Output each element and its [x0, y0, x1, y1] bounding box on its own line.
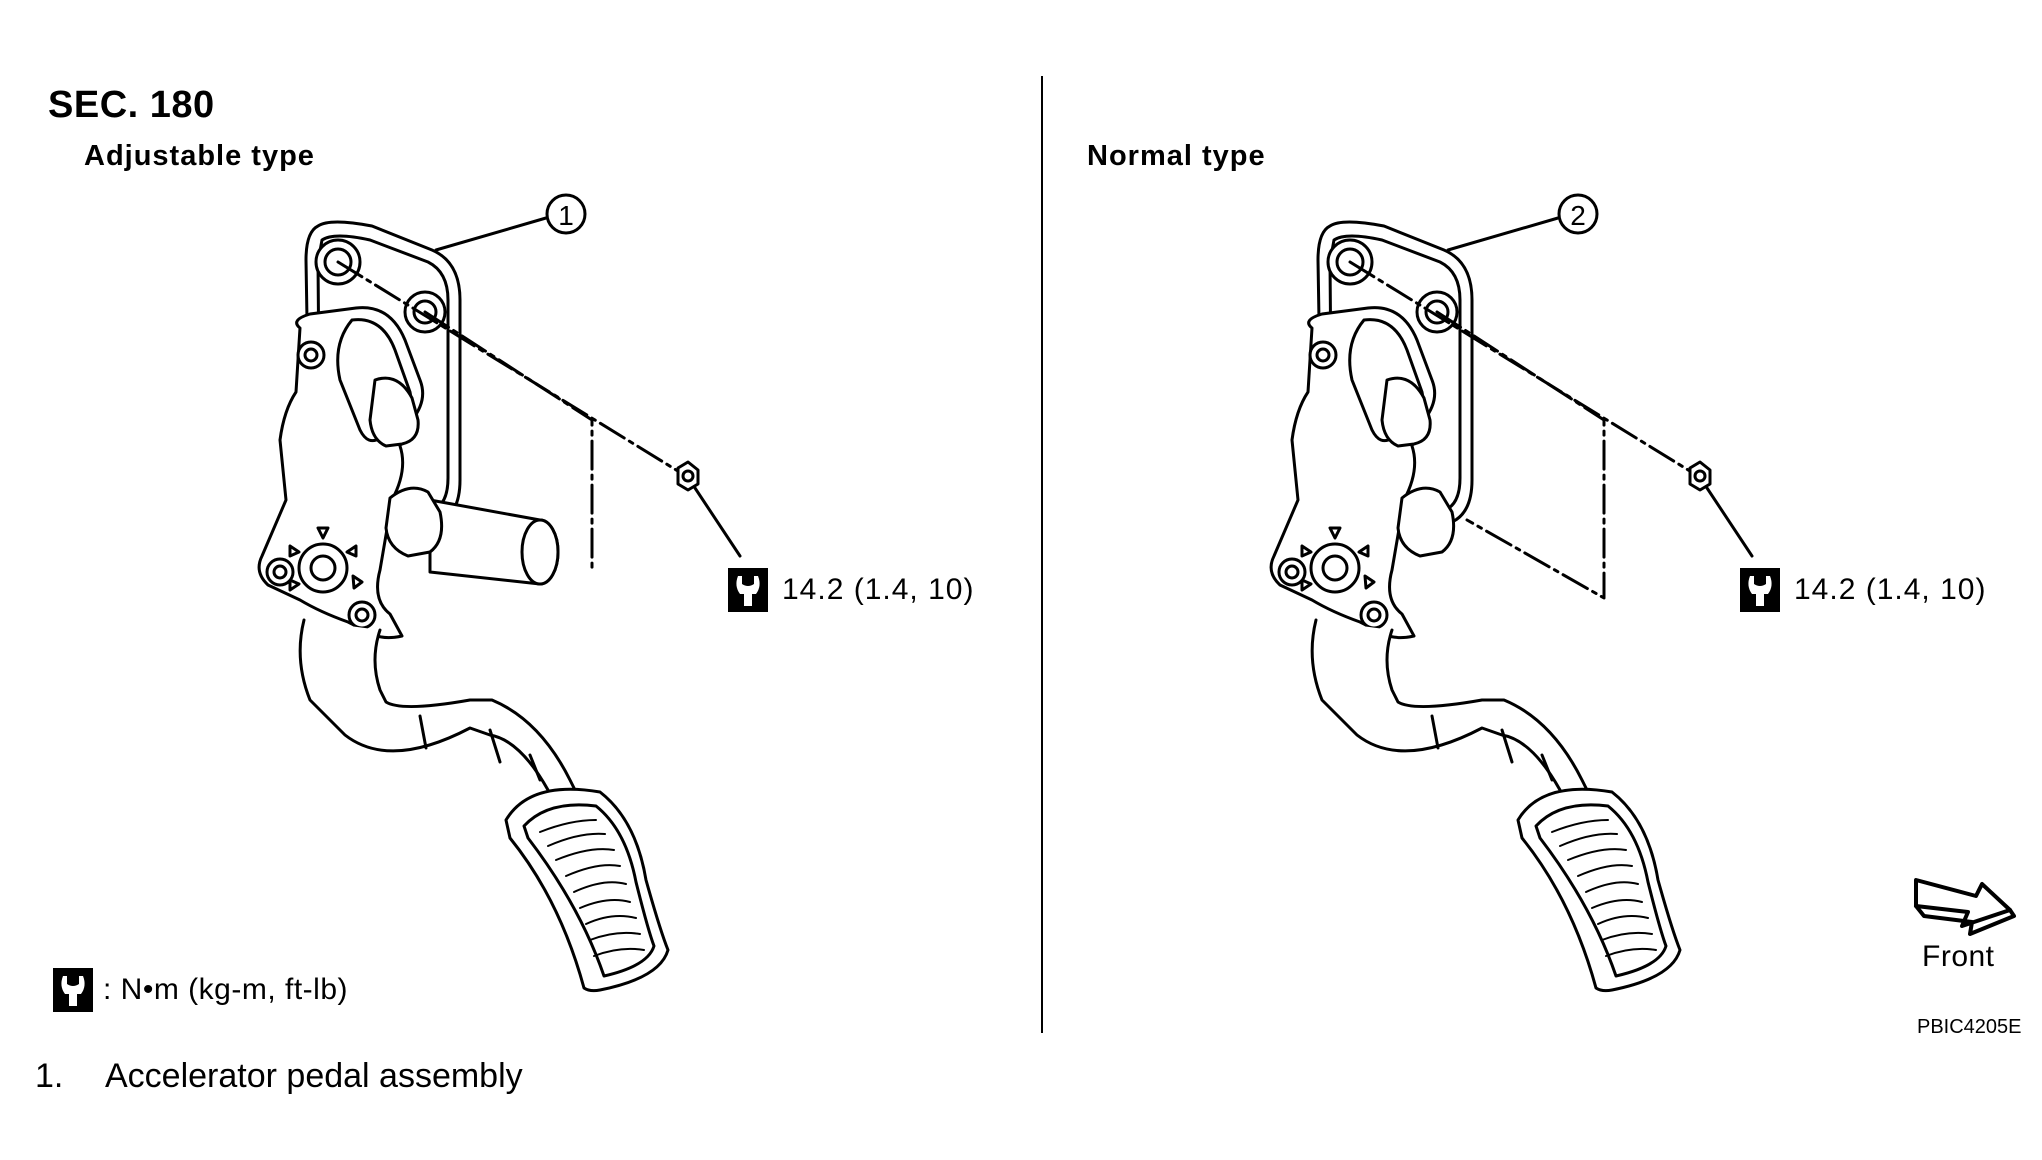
section-title: SEC. 180 [48, 84, 215, 126]
front-arrow-icon [1914, 878, 2012, 928]
adjustable-pedal-illustration: 1 [257, 193, 742, 993]
wrench-torque-icon [728, 568, 768, 612]
wrench-torque-icon [1740, 568, 1780, 612]
figure-code: PBIC4205E [1917, 1016, 2022, 1038]
part-name: Accelerator pedal assembly [105, 1057, 523, 1095]
torque-value-right: 14.2 (1.4, 10) [1794, 573, 1987, 606]
adjustable-type-title: Adjustable type [84, 140, 315, 172]
torque-spec-right: 14.2 (1.4, 10) [1740, 568, 1986, 612]
legend-units-text: : N•m (kg-m, ft-lb) [103, 973, 348, 1006]
part-list-item: 1. Accelerator pedal assembly [35, 1057, 523, 1096]
panel-divider [1041, 76, 1043, 1033]
torque-value-left: 14.2 (1.4, 10) [782, 573, 975, 606]
front-label: Front [1922, 940, 1995, 973]
callout-2: 2 [1570, 200, 1586, 231]
callout-1: 1 [558, 200, 574, 231]
wrench-torque-icon [53, 968, 93, 1012]
torque-spec-left: 14.2 (1.4, 10) [728, 568, 974, 612]
normal-type-title: Normal type [1087, 140, 1266, 172]
torque-units-legend: : N•m (kg-m, ft-lb) [53, 968, 348, 1012]
part-number: 1. [35, 1057, 64, 1095]
